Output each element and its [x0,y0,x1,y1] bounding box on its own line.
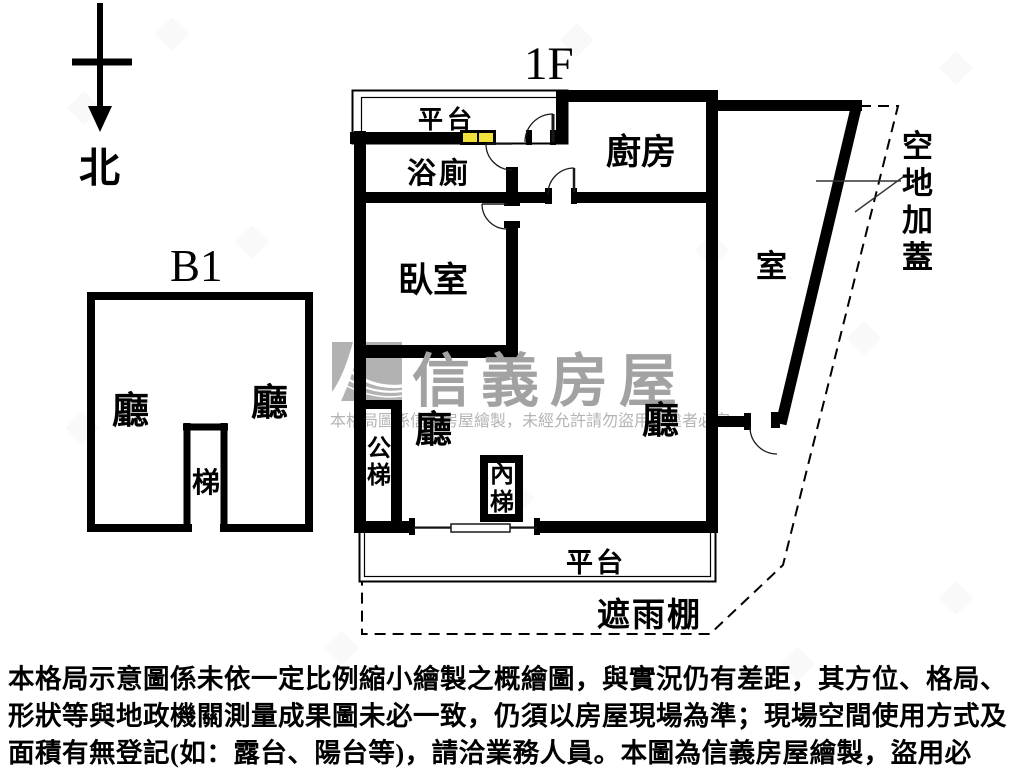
door-side-yard [749,426,778,455]
annotation-open-land-addition: 空地加蓋 [902,129,933,275]
slanted-wall [775,102,863,426]
floor-label-1f: 1F [524,38,574,90]
north-arrow-icon [72,3,132,132]
door-bathroom [485,143,513,171]
watermark-brand: 信義房屋 [412,349,689,414]
room-label-inner-stairs: 內梯 [490,462,514,516]
disclaimer-text: 本格局示意圖係未依一定比例縮小繪製之概繪圖，與實況仍有差距，其方位、格局、 形狀… [8,661,1020,768]
leader-line [816,176,904,213]
room-label-platform-top: 平台 [418,107,477,134]
room-label-bedroom: 臥室 [398,261,469,300]
room-label-kitchen: 廚房 [606,133,677,172]
b1-room-label-hall-right: 廳 [251,383,288,424]
floorplan-1f-walls [350,90,862,535]
disclaimer-line-3: 面積有無登記(如：露台、陽台等)，請洽業務人員。本圖為信義房屋繪製，盜用必究。 [8,738,972,768]
sliding-door [413,523,537,533]
b1-room-label-hall-left: 廳 [112,391,149,432]
watermark-notice: 本格局圖係信義房屋繪製，未經允許請勿盜用，違者必究 [330,413,731,430]
floorplan-b1-walls [87,292,313,533]
annotation-rain-canopy: 遮雨棚 [597,598,702,634]
window-pane [463,133,477,142]
room-label-public-stairs: 公梯 [367,436,391,489]
door-bedroom [481,203,508,230]
floor-label-b1: B1 [170,241,223,291]
room-label-living-right: 廳 [642,401,679,442]
disclaimer-line-1: 本格局示意圖係未依一定比例縮小繪製之概繪圖，與實況仍有差距，其方位、格局、 [8,664,1007,694]
room-label-platform-bottom: 平台 [566,548,626,578]
room-label-bathroom: 浴廁 [407,158,472,190]
room-label-living-left: 廳 [415,410,452,451]
window-pane [479,133,493,142]
room-label-side-room: 室 [756,249,787,284]
door-symbols [413,113,778,533]
window-symbol [460,130,496,145]
inner-stairs-box [480,455,523,522]
door-kitchen [547,167,576,195]
dashed-boundary [361,105,900,635]
b1-room-label-stairs: 梯 [192,468,221,499]
disclaimer-line-2: 形狀等與地政機關測量成果圖未必一致，仍須以房屋現場為準；現場空間使用方式及 [8,701,1007,731]
compass-north-label: 北 [79,145,120,191]
door-platform [524,113,555,143]
